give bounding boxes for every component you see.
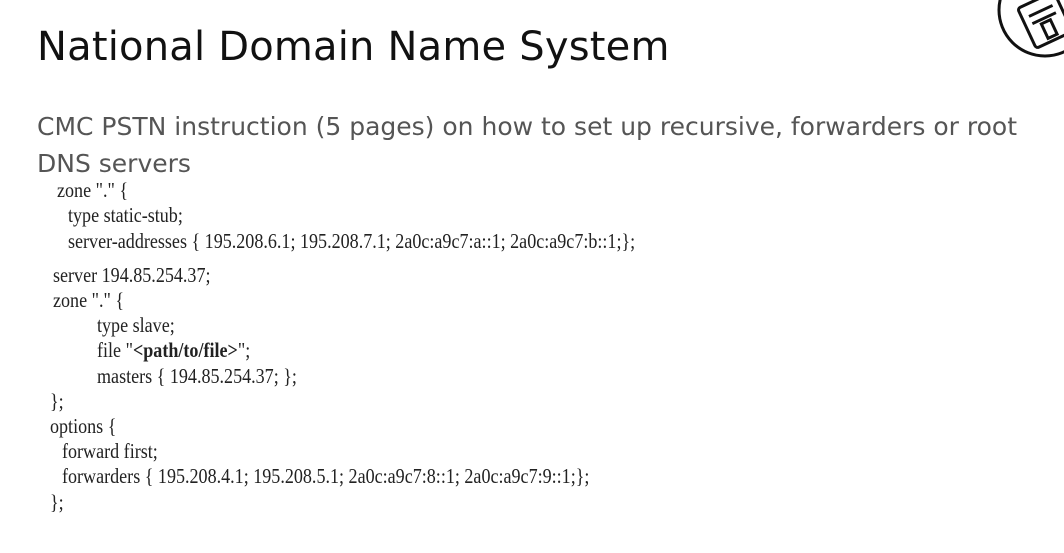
slide-subtitle: CMC PSTN instruction (5 pages) on how to… bbox=[37, 112, 1018, 178]
code-line: }; bbox=[50, 389, 64, 413]
code-text: "; bbox=[237, 338, 251, 362]
code-line: zone "." { bbox=[57, 178, 129, 202]
code-line: type slave; bbox=[97, 313, 175, 337]
code-line: options { bbox=[50, 414, 117, 438]
code-line: }; bbox=[50, 490, 64, 514]
slide-title: National Domain Name System bbox=[37, 24, 670, 70]
code-line: file "<path/to/file>"; bbox=[97, 338, 250, 363]
code-line: server-addresses { 195.208.6.1; 195.208.… bbox=[68, 229, 636, 253]
code-text: file " bbox=[97, 338, 133, 362]
code-path-placeholder: <path/to/file> bbox=[132, 338, 238, 362]
logo-icon bbox=[990, 0, 1064, 65]
code-line: forwarders { 195.208.4.1; 195.208.5.1; 2… bbox=[62, 464, 590, 488]
code-line: server 194.85.254.37; bbox=[53, 263, 211, 287]
code-line: type static-stub; bbox=[68, 203, 183, 227]
code-line: masters { 194.85.254.37; }; bbox=[97, 364, 297, 388]
code-line: zone "." { bbox=[53, 288, 125, 312]
code-line: forward first; bbox=[62, 439, 158, 463]
